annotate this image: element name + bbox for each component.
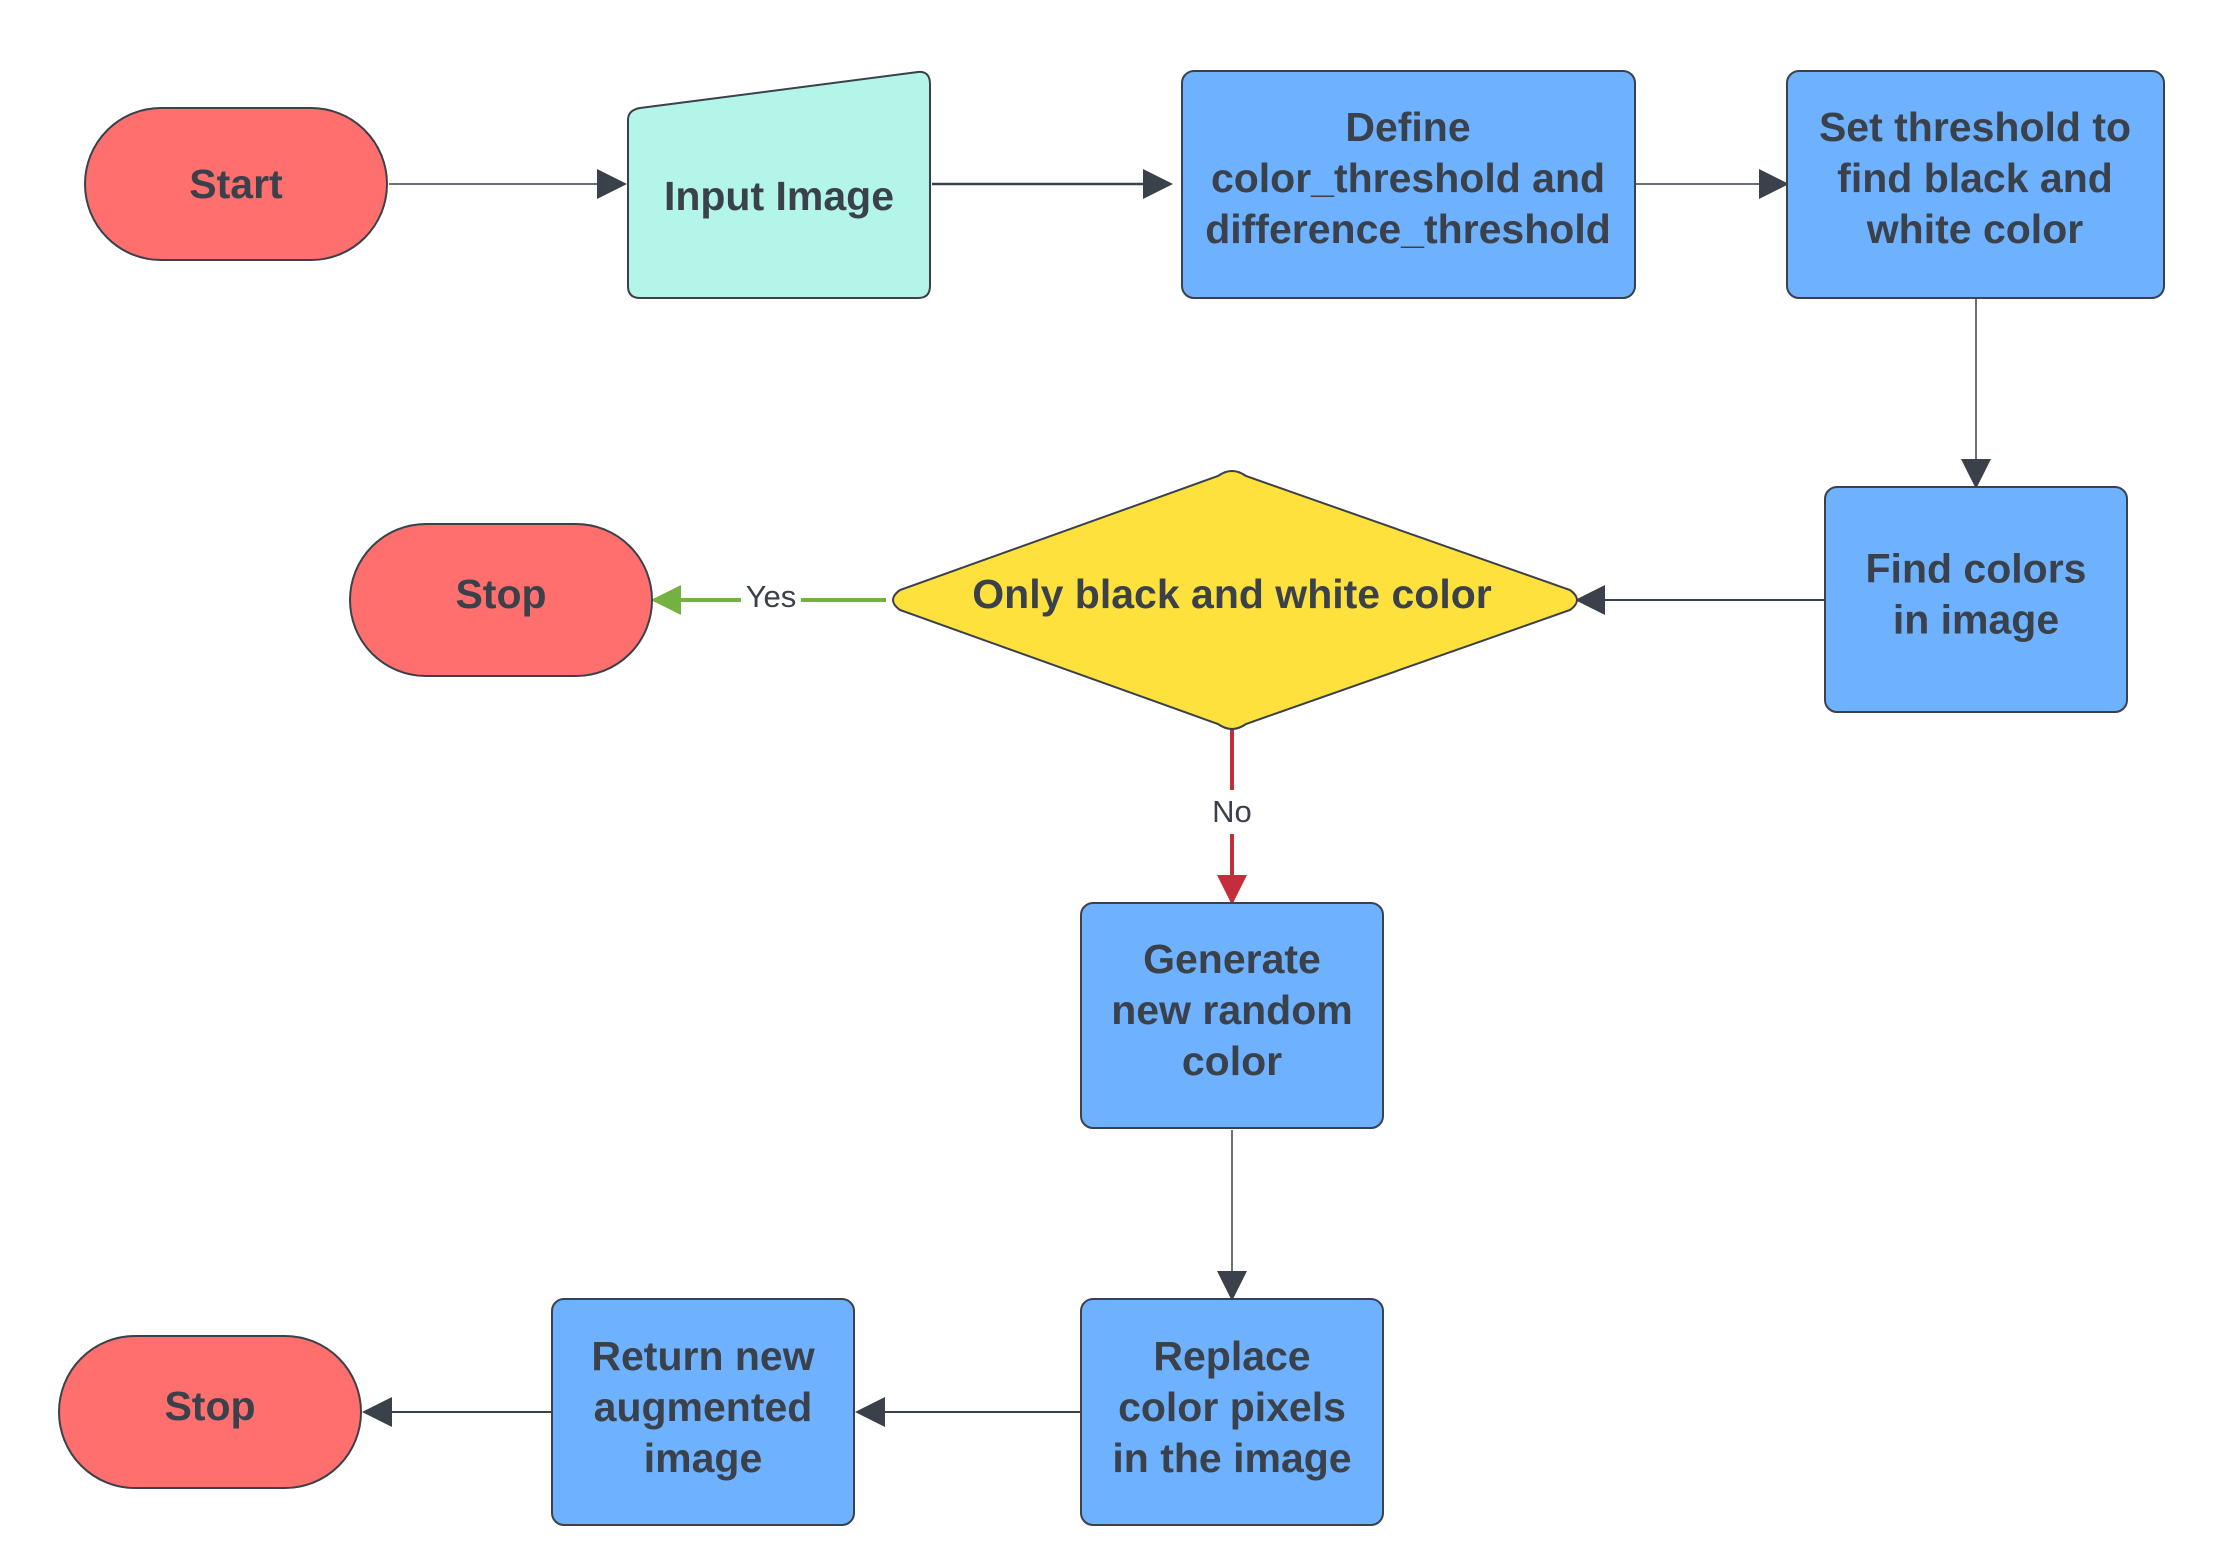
stop-yes-terminal-shape <box>349 523 653 677</box>
node-replace-pixels-text-line-3: in the image <box>1112 1435 1351 1481</box>
node-start-text-line-1: Start <box>189 161 283 207</box>
node-set-threshold-text-line-1: Set threshold to <box>1819 104 2131 150</box>
node-stop-end-text-line-1: Stop <box>164 1383 255 1429</box>
node-input-image-text: Input Image <box>664 173 894 219</box>
node-decision-text: Only black and white color <box>972 571 1491 617</box>
replace-pixels-shape <box>1080 1298 1384 1526</box>
nodes: Start Input Image Define color_threshold … <box>58 70 2165 1526</box>
find-colors-shape <box>1824 486 2128 713</box>
node-start-text: Start <box>189 161 283 207</box>
node-stop-yes[interactable]: Stop <box>349 523 653 677</box>
node-define-thresholds-text: Define color_threshold and difference_thre… <box>1205 104 1611 252</box>
node-replace-pixels-text: Replace color pixels in the image <box>1112 1333 1351 1481</box>
edges: Yes No <box>362 169 1991 1427</box>
node-replace-pixels-text-line-2: color pixels <box>1118 1384 1346 1430</box>
node-set-threshold-text: Set threshold to find black and white colo… <box>1819 104 2131 252</box>
define-thresholds-shape <box>1181 70 1636 299</box>
node-return-image-text-line-2: augmented <box>594 1384 813 1430</box>
node-find-colors-text-line-1: Find colors <box>1866 546 2087 592</box>
node-generate-color-text: Generate new random color <box>1111 936 1352 1084</box>
node-generate-color-text-line-1: Generate <box>1143 936 1321 982</box>
node-stop-yes-text: Stop <box>455 571 546 617</box>
node-decision-text-line-1: Only black and white color <box>972 571 1491 617</box>
node-return-image[interactable]: Return new augmented image <box>551 1298 855 1526</box>
no-label: No <box>1212 794 1252 829</box>
node-define-thresholds-text-line-3: difference_threshold <box>1205 206 1611 252</box>
node-generate-color-text-line-3: color <box>1182 1038 1282 1084</box>
node-return-image-text: Return new augmented image <box>591 1333 814 1481</box>
node-input-image[interactable]: Input Image <box>627 70 931 299</box>
node-set-threshold-text-line-2: find black and <box>1837 155 2113 201</box>
set-threshold-shape <box>1786 70 2165 299</box>
node-return-image-text-line-1: Return new <box>591 1333 814 1379</box>
node-stop-end-text: Stop <box>164 1383 255 1429</box>
node-find-colors[interactable]: Find colors in image <box>1824 486 2128 713</box>
yes-label-background <box>741 575 801 619</box>
node-define-thresholds[interactable]: Define color_threshold and difference_thre… <box>1181 70 1636 299</box>
node-start[interactable]: Start <box>84 107 388 261</box>
decision-diamond-shape <box>892 470 1578 730</box>
generate-color-shape <box>1080 902 1384 1129</box>
node-set-threshold[interactable]: Set threshold to find black and white colo… <box>1786 70 2165 299</box>
stop-end-terminal-shape <box>58 1335 362 1489</box>
node-find-colors-text: Find colors in image <box>1866 546 2087 643</box>
return-image-shape <box>551 1298 855 1526</box>
start-terminal-shape <box>84 107 388 261</box>
node-generate-color-text-line-2: new random <box>1111 987 1352 1033</box>
node-return-image-text-line-3: image <box>644 1435 763 1481</box>
node-define-thresholds-text-line-1: Define <box>1345 104 1470 150</box>
yes-label: Yes <box>746 579 797 614</box>
node-generate-color[interactable]: Generate new random color <box>1080 902 1384 1129</box>
node-stop-end[interactable]: Stop <box>58 1335 362 1489</box>
node-find-colors-text-line-2: in image <box>1893 597 2059 643</box>
node-set-threshold-text-line-3: white color <box>1866 206 2083 252</box>
node-define-thresholds-text-line-2: color_threshold and <box>1211 155 1605 201</box>
node-replace-pixels[interactable]: Replace color pixels in the image <box>1080 1298 1384 1526</box>
node-decision[interactable]: Only black and white color <box>892 470 1578 730</box>
node-input-image-text-line-1: Input Image <box>664 173 894 219</box>
input-image-shape <box>627 70 931 299</box>
node-replace-pixels-text-line-1: Replace <box>1153 1333 1310 1379</box>
node-stop-yes-text-line-1: Stop <box>455 571 546 617</box>
no-label-background <box>1202 790 1262 834</box>
